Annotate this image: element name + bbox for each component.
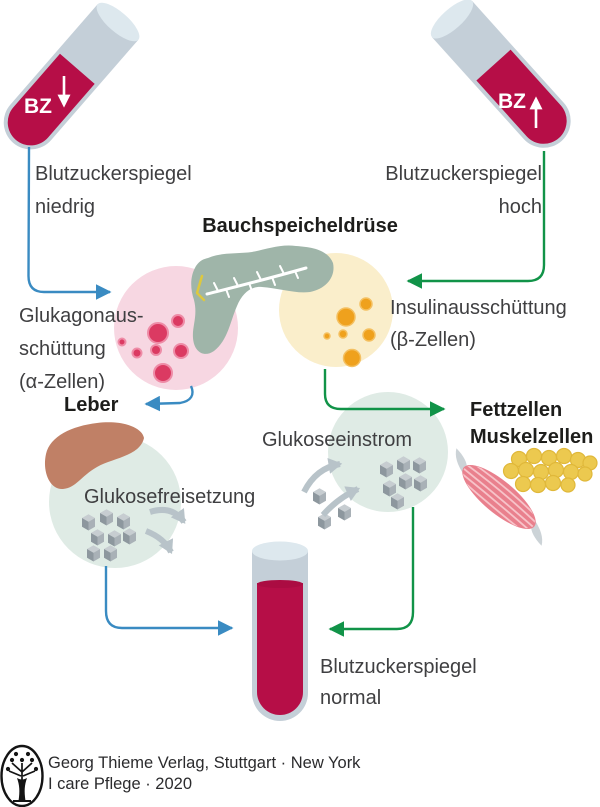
- test-tube-low-icon: [3, 2, 140, 150]
- footer-publisher: Georg Thieme Verlag, Stuttgart · New Yor…: [48, 754, 361, 772]
- insulin-line2: (β-Zellen): [390, 329, 476, 351]
- insulin-line1: Insulinausschüttung: [390, 297, 567, 319]
- insulin-dots: [323, 297, 376, 368]
- caption-blood-sugar-low: Blutzuckerspiegel niedrig: [35, 158, 192, 224]
- release-flow-arrows: [144, 507, 187, 555]
- pancreas-icon: [191, 245, 334, 354]
- caption-high-line2: hoch: [498, 196, 542, 218]
- glucagon-dots: [117, 314, 189, 383]
- test-tube-normal-icon: [252, 541, 308, 721]
- glucagon-line1: Glukagonaus-: [19, 305, 144, 327]
- influx-flow-arrows: [301, 457, 361, 518]
- caption-low-line1: Blutzuckerspiegel: [35, 163, 192, 185]
- caption-high-line1: Blutzuckerspiegel: [385, 163, 542, 185]
- bz-high-badge: BZ: [498, 90, 526, 113]
- bz-low-badge: BZ: [24, 95, 52, 118]
- green-flow-paths: [323, 151, 546, 637]
- blue-flow-paths: [27, 146, 234, 636]
- arrow-release-to-normal: [104, 566, 234, 636]
- fat-cells-label: Fettzellen: [470, 399, 563, 421]
- glucose-release-label: Glukosefreisetzung: [84, 486, 256, 508]
- target-cells-label: Fettzellen Muskelzellen: [470, 397, 593, 451]
- pancreas-title: Bauchspeicheldrüse: [202, 215, 398, 237]
- footer-edition: I care Pflege · 2020: [48, 775, 193, 793]
- arrow-glucagon-to-liver: [144, 385, 194, 412]
- liver-label: Leber: [64, 394, 119, 416]
- caption-normal-line1: Blutzuckerspiegel: [320, 656, 477, 678]
- glucagon-line2: schüttung: [19, 338, 106, 360]
- caption-normal-line2: normal: [320, 687, 382, 709]
- caption-blood-sugar-normal: Blutzuckerspiegel normal: [320, 652, 477, 714]
- arrow-insulin-to-cells: [323, 369, 446, 417]
- arrow-influx-to-normal: [328, 507, 415, 637]
- muscle-cells-label: Muskelzellen: [470, 426, 594, 448]
- arrow-low-to-glucagon: [27, 146, 112, 300]
- fat-cells-icon: [502, 447, 598, 494]
- glucagon-line3: (α-Zellen): [19, 371, 106, 393]
- caption-low-line2: niedrig: [35, 196, 96, 218]
- muscle-icon: [455, 448, 543, 546]
- duct-outlet-icon: [195, 274, 206, 302]
- test-tube-high-icon: [430, 0, 571, 148]
- thieme-logo-icon: [0, 744, 44, 807]
- glucagon-label: Glukagonaus- schüttung (α-Zellen): [19, 300, 144, 399]
- caption-blood-sugar-high: Blutzuckerspiegel hoch: [342, 158, 542, 224]
- liver-icon: [44, 422, 145, 490]
- insulin-label: Insulinausschüttung (β-Zellen): [390, 292, 567, 356]
- arrow-high-to-insulin: [406, 151, 546, 289]
- glucose-influx-label: Glukoseeinstrom: [262, 429, 413, 451]
